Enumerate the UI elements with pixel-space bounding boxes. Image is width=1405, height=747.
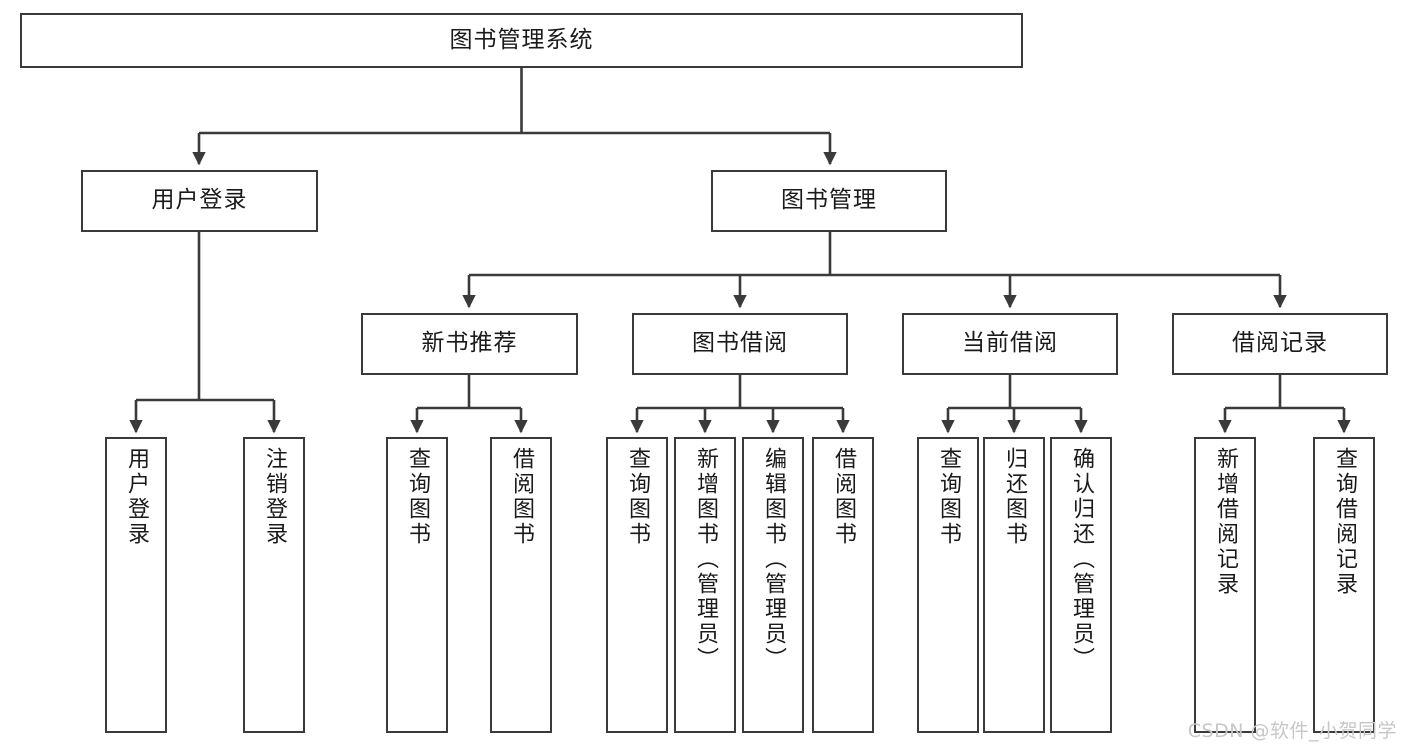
node-label: 新书推荐 bbox=[421, 330, 518, 357]
leaf-book-borrow-query[interactable]: 查询图书 bbox=[606, 437, 668, 733]
node-user-login[interactable]: 用户登录 bbox=[81, 170, 318, 232]
leaf-user-login-logout[interactable]: 注销登录 bbox=[243, 437, 305, 733]
node-label: 新增图书（管理员） bbox=[692, 447, 718, 672]
leaf-current-borrow-query[interactable]: 查询图书 bbox=[917, 437, 979, 733]
leaf-current-borrow-confirm-return[interactable]: 确认归还（管理员） bbox=[1050, 437, 1112, 733]
node-label: 编辑图书（管理员） bbox=[760, 447, 786, 672]
node-label: 查询借阅记录 bbox=[1331, 447, 1357, 597]
node-root-system[interactable]: 图书管理系统 bbox=[20, 13, 1023, 68]
leaf-book-borrow-borrow[interactable]: 借阅图书 bbox=[812, 437, 874, 733]
node-label: 查询图书 bbox=[935, 447, 961, 547]
node-label: 新增借阅记录 bbox=[1212, 447, 1238, 597]
node-label: 图书管理系统 bbox=[449, 26, 594, 53]
node-label: 借阅记录 bbox=[1232, 330, 1328, 357]
leaf-new-book-query[interactable]: 查询图书 bbox=[386, 437, 448, 733]
node-label: 注销登录 bbox=[261, 447, 287, 547]
node-current-borrow[interactable]: 当前借阅 bbox=[902, 313, 1118, 375]
leaf-new-book-borrow[interactable]: 借阅图书 bbox=[490, 437, 552, 733]
leaf-book-borrow-edit[interactable]: 编辑图书（管理员） bbox=[742, 437, 804, 733]
node-label: 归还图书 bbox=[1001, 447, 1027, 547]
leaf-current-borrow-return[interactable]: 归还图书 bbox=[983, 437, 1045, 733]
watermark-text: CSDN @软件_小贺同学 bbox=[1187, 720, 1397, 742]
node-borrow-record[interactable]: 借阅记录 bbox=[1172, 313, 1388, 375]
node-book-management[interactable]: 图书管理 bbox=[711, 170, 947, 232]
leaf-borrow-record-query[interactable]: 查询借阅记录 bbox=[1313, 437, 1375, 733]
node-label: 用户登录 bbox=[151, 187, 248, 214]
leaf-user-login-login[interactable]: 用户登录 bbox=[105, 437, 167, 733]
node-label: 查询图书 bbox=[624, 447, 650, 547]
node-label: 借阅图书 bbox=[830, 447, 856, 547]
node-label: 查询图书 bbox=[404, 447, 430, 547]
node-new-book-recommend[interactable]: 新书推荐 bbox=[361, 313, 578, 375]
node-label: 当前借阅 bbox=[962, 330, 1058, 357]
node-label: 确认归还（管理员） bbox=[1068, 447, 1094, 672]
node-book-borrow[interactable]: 图书借阅 bbox=[632, 313, 848, 375]
node-label: 图书借阅 bbox=[692, 330, 788, 357]
leaf-book-borrow-add[interactable]: 新增图书（管理员） bbox=[674, 437, 736, 733]
node-label: 用户登录 bbox=[123, 447, 149, 547]
node-label: 借阅图书 bbox=[508, 447, 534, 547]
node-label: 图书管理 bbox=[781, 187, 877, 214]
leaf-borrow-record-add[interactable]: 新增借阅记录 bbox=[1194, 437, 1256, 733]
